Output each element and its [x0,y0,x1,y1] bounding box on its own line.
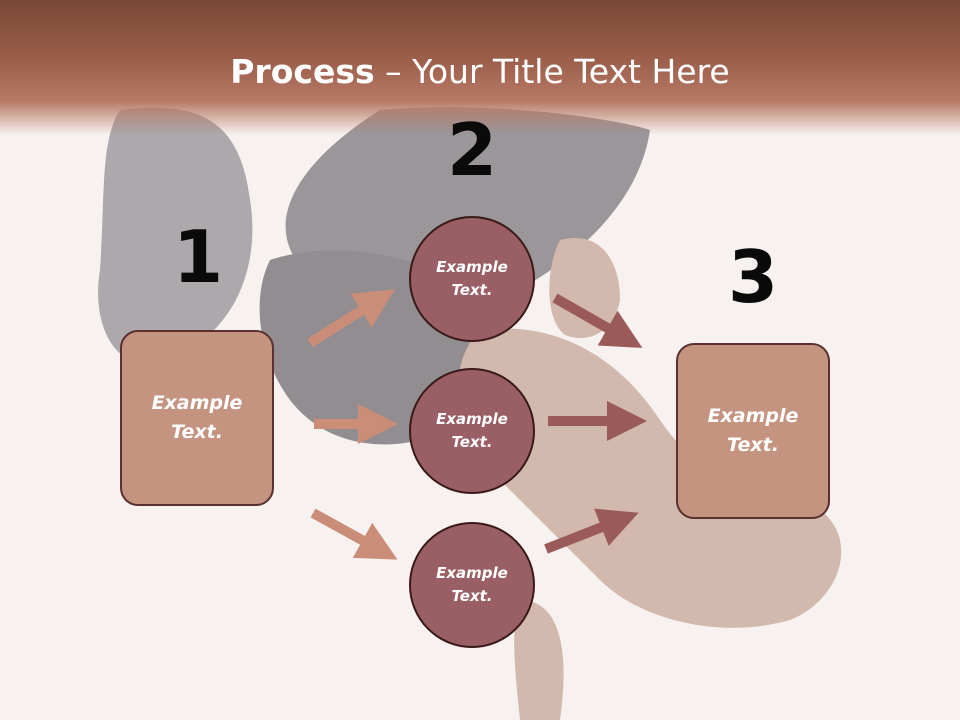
arrow-1-to-bottom [310,508,398,560]
circle-middle-text: Example Text. [436,410,508,451]
circle-top[interactable]: Example Text. [409,216,535,342]
step-3-box[interactable]: Example Text. [676,343,830,519]
page-title: Process – Your Title Text Here [0,52,960,91]
step-number-2: 2 [446,108,498,192]
step-number-3: 3 [727,235,779,319]
circle-middle[interactable]: Example Text. [409,368,535,494]
circle-bottom[interactable]: Example Text. [409,522,535,648]
arrow-bottom-to-3 [544,508,639,554]
title-bold: Process [230,52,375,91]
circle-bottom-text: Example Text. [436,564,508,605]
title-rest: – Your Title Text Here [374,52,730,91]
arrow-top-to-3 [552,293,643,348]
step-number-1: 1 [172,215,224,299]
circle-top-text: Example Text. [436,258,508,299]
step-1-text: Example Text. [151,392,243,443]
title-bar [0,0,960,135]
step-3-text: Example Text. [707,405,799,456]
arrow-1-to-top [307,289,395,348]
step-1-box[interactable]: Example Text. [120,330,274,506]
